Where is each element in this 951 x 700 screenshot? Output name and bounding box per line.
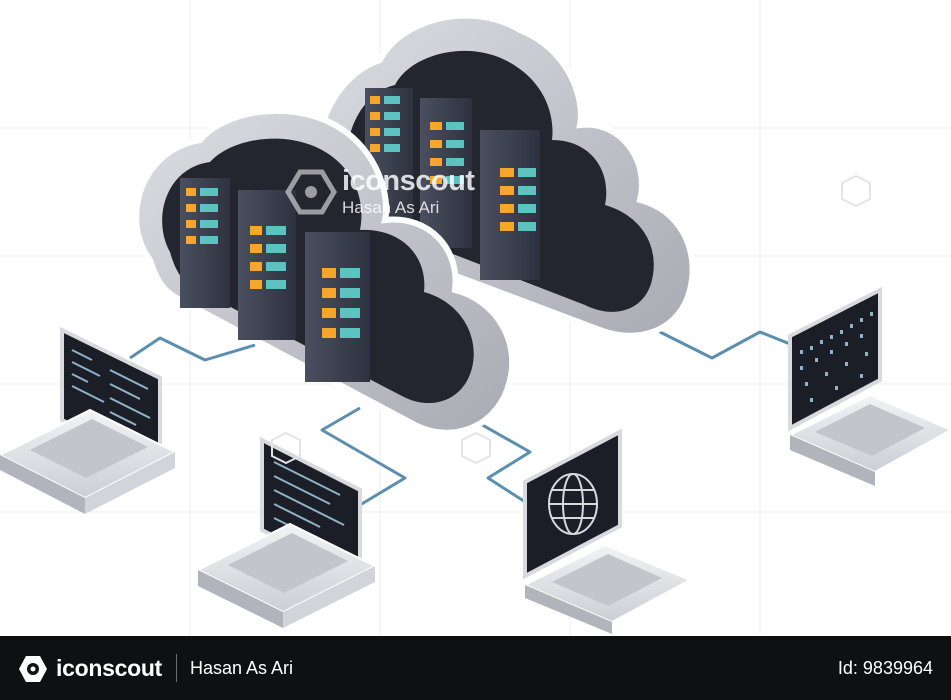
- front-cloud: [133, 107, 516, 436]
- footer-brand[interactable]: iconscout: [56, 655, 162, 681]
- footer-bar: iconscout Hasan As Ari Id: 9839964: [0, 636, 951, 700]
- footer-author[interactable]: Hasan As Ari: [190, 658, 294, 678]
- cable-right-laptop: [639, 320, 791, 360]
- cable-left-laptop: [129, 336, 256, 362]
- laptop-icon: [195, 436, 378, 628]
- footer-separator: [176, 654, 177, 682]
- illustration: iconscout Hasan As Ari: [0, 0, 951, 636]
- laptop-icon: [787, 286, 951, 486]
- laptop-icon: [0, 326, 178, 514]
- cable-globe-laptop: [469, 416, 532, 507]
- laptop-icon: [522, 428, 693, 634]
- cloud-servers-illustration: [0, 0, 951, 636]
- footer-asset-id: Id: 9839964: [837, 658, 933, 678]
- network-cables: [129, 320, 791, 507]
- globe-icon: [548, 473, 598, 535]
- iconscout-logo-icon: [19, 656, 47, 682]
- server-rack-icon: [180, 178, 370, 382]
- watermark-badge-icon: [271, 174, 871, 465]
- cable-center-laptop: [320, 406, 407, 507]
- watermark-logo-icon: [285, 169, 337, 215]
- server-rack-icon: [365, 88, 540, 280]
